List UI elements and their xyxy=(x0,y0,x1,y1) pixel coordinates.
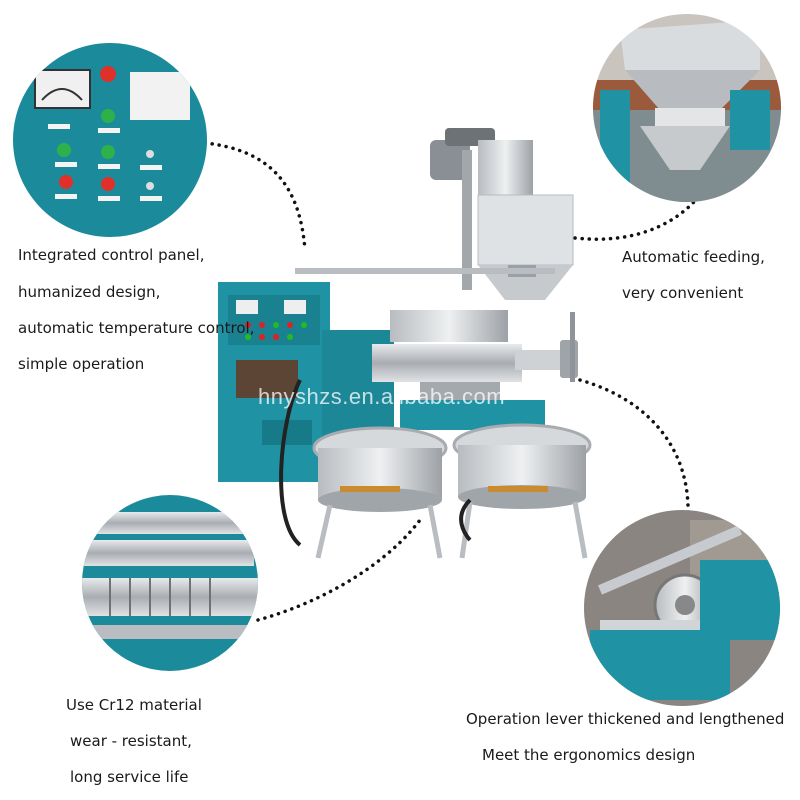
caption-line: simple operation xyxy=(18,355,145,373)
caption-line: Use Cr12 material xyxy=(66,696,202,714)
caption-line: Automatic feeding, xyxy=(622,248,765,266)
connector-lever xyxy=(578,378,690,517)
connector-feeding xyxy=(573,193,702,241)
caption-line: humanized design, xyxy=(18,283,161,301)
caption-line: very convenient xyxy=(622,284,744,302)
detail-control-panel-photo xyxy=(13,43,207,237)
detail-automatic-feeding-photo xyxy=(593,14,781,202)
caption-line: long service life xyxy=(70,768,189,786)
caption-line: Integrated control panel, xyxy=(18,246,205,264)
caption-line: automatic temperature control, xyxy=(18,319,255,337)
caption-line: Operation lever thickened and lengthened xyxy=(466,710,785,728)
caption-line: wear - resistant, xyxy=(70,732,192,750)
connector-lines xyxy=(203,141,702,622)
connector-material xyxy=(256,518,422,622)
caption-line: Meet the ergonomics design xyxy=(482,746,696,764)
watermark-text: hnyshzs.en.alibaba.com xyxy=(258,384,506,409)
detail-operation-lever-photo xyxy=(584,510,780,706)
oil-press-machine xyxy=(218,128,592,559)
connector-control-panel xyxy=(203,141,307,252)
detail-cr12-material-photo xyxy=(82,495,258,671)
